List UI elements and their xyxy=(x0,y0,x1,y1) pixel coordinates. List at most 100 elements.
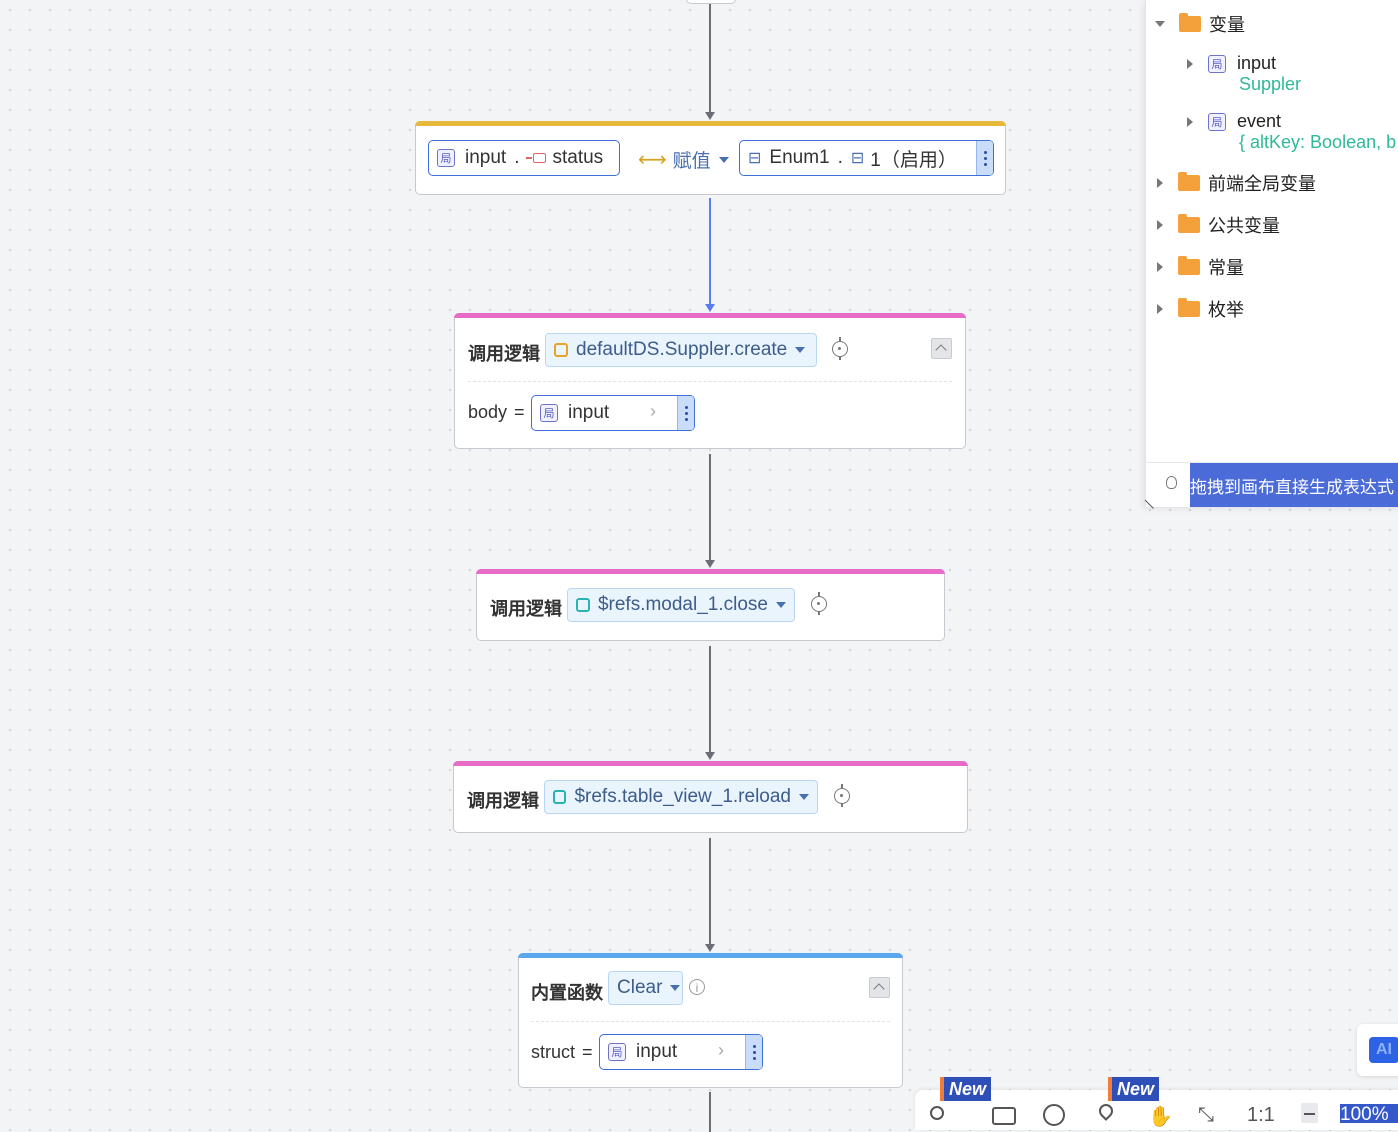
variable-type: Suppler xyxy=(1239,74,1302,94)
chevron-down-icon xyxy=(776,602,786,608)
param-value-field[interactable]: 局 input › xyxy=(531,395,695,431)
tree-item-enums[interactable]: 枚举 xyxy=(1157,296,1244,322)
logic-icon xyxy=(554,343,568,357)
collapse-icon[interactable] xyxy=(931,338,952,359)
logic-select[interactable]: $refs.table_view_1.reload xyxy=(544,780,818,814)
node-type-label: 调用逻辑 xyxy=(490,599,562,619)
local-variable-icon: 局 xyxy=(1208,112,1226,131)
field-name: status xyxy=(552,147,604,168)
connector xyxy=(709,646,711,752)
caret-right-icon[interactable] xyxy=(1157,220,1163,230)
collapse-icon[interactable] xyxy=(869,977,890,998)
node-type-label: 调用逻辑 xyxy=(467,791,539,811)
variable-type: { altKey: Boolean, b xyxy=(1239,132,1397,152)
tree-item-label: event xyxy=(1237,111,1282,131)
ai-assistant-button[interactable]: AI xyxy=(1357,1024,1398,1076)
local-variable-icon: 局 xyxy=(540,404,558,422)
zoom-out-icon[interactable] xyxy=(1301,1103,1318,1123)
node-color-bar xyxy=(518,953,903,958)
lightbulb-icon xyxy=(1166,476,1177,489)
divider xyxy=(468,381,952,382)
tree-item-public[interactable]: 公共变量 xyxy=(1157,212,1280,238)
connector xyxy=(709,1092,711,1132)
connector xyxy=(709,4,711,112)
search-icon[interactable] xyxy=(930,1106,944,1120)
folder-icon xyxy=(1178,298,1200,317)
connector-arrow xyxy=(705,560,715,568)
fit-screen-icon[interactable]: ⤡ xyxy=(1198,1104,1214,1126)
node-type-label: 调用逻辑 xyxy=(468,344,540,364)
builtin-function-node[interactable]: 内置函数 Clear i struct = 局 input › xyxy=(518,953,903,1088)
locate-icon[interactable] xyxy=(834,784,850,807)
drag-tip-text: 拖拽到画布直接生成表达式 xyxy=(1190,477,1394,497)
param-value-field[interactable]: 局 input › xyxy=(599,1034,763,1070)
chevron-down-icon xyxy=(799,794,809,800)
assign-right-value[interactable]: ⊟ Enum1 . ⊟ 1（启用） xyxy=(739,140,994,176)
logic-icon xyxy=(576,598,590,612)
assign-left-field[interactable]: 局 input . status xyxy=(428,140,620,176)
tree-item-label: 变量 xyxy=(1209,15,1245,35)
chevron-down-icon xyxy=(718,156,729,163)
logic-select[interactable]: defaultDS.Suppler.create xyxy=(545,333,817,367)
function-select[interactable]: Clear xyxy=(608,971,683,1005)
more-options-icon[interactable] xyxy=(745,1035,762,1069)
tree-item-input[interactable]: 局 input xyxy=(1187,53,1276,74)
info-icon[interactable]: i xyxy=(689,979,705,995)
connector xyxy=(709,454,711,560)
logic-name: defaultDS.Suppler.create xyxy=(576,339,788,360)
enum-item-icon: ⊟ xyxy=(850,150,865,167)
new-badge: New xyxy=(940,1077,992,1101)
caret-right-icon[interactable] xyxy=(1157,178,1163,188)
caret-right-icon[interactable] xyxy=(1157,262,1163,272)
assign-arrow-icon: ⟷ xyxy=(638,149,667,171)
chevron-down-icon xyxy=(795,347,806,353)
connector-arrow xyxy=(705,944,715,952)
connector-arrow xyxy=(705,112,715,120)
tree-item-variables[interactable]: 变量 xyxy=(1155,11,1245,37)
connector-selected[interactable] xyxy=(709,198,711,304)
logic-name: $refs.modal_1.close xyxy=(597,594,768,615)
tree-item-event[interactable]: 局 event xyxy=(1187,111,1281,132)
caret-down-icon[interactable] xyxy=(1155,21,1165,27)
equals-sign: = xyxy=(582,1042,593,1062)
param-value: input xyxy=(568,402,610,423)
drag-tip: 拖拽到画布直接生成表达式 xyxy=(1190,463,1398,507)
function-name: Clear xyxy=(617,977,663,998)
node-color-bar xyxy=(415,121,1006,126)
assign-node[interactable]: 局 input . status ⟷ 赋值 ⊟ Enum1 . ⊟ 1（启用） xyxy=(415,121,1006,195)
zoom-level[interactable]: 100% xyxy=(1340,1104,1398,1123)
param-name: body xyxy=(468,402,508,422)
more-options-icon[interactable] xyxy=(976,141,993,175)
folder-icon xyxy=(1178,172,1200,191)
dot-separator: . xyxy=(837,147,843,168)
param-value: input xyxy=(636,1041,678,1062)
minimap-icon[interactable] xyxy=(992,1107,1016,1125)
tree-item-constants[interactable]: 常量 xyxy=(1157,254,1244,280)
locate-icon[interactable] xyxy=(811,592,827,615)
assign-operator[interactable]: ⟷ 赋值 xyxy=(638,146,729,173)
caret-right-icon[interactable] xyxy=(1157,304,1163,314)
actual-size-button[interactable]: 1:1 xyxy=(1247,1104,1275,1126)
node-color-bar xyxy=(453,761,968,766)
tree-item-frontend-global[interactable]: 前端全局变量 xyxy=(1157,170,1316,196)
previous-node-stub xyxy=(686,0,736,4)
chevron-right-icon: › xyxy=(718,1040,724,1060)
folder-icon xyxy=(1178,214,1200,233)
locate-icon[interactable] xyxy=(832,337,848,360)
assign-operator-label: 赋值 xyxy=(672,151,711,172)
hand-pan-icon[interactable]: ✋ xyxy=(1148,1106,1173,1128)
call-logic-node[interactable]: 调用逻辑 defaultDS.Suppler.create body = 局 i… xyxy=(454,313,966,449)
more-options-icon[interactable] xyxy=(677,396,694,430)
call-logic-node[interactable]: 调用逻辑 $refs.modal_1.close xyxy=(476,569,945,641)
folder-icon xyxy=(1179,13,1201,32)
call-logic-node[interactable]: 调用逻辑 $refs.table_view_1.reload xyxy=(453,761,968,833)
connector-arrow xyxy=(705,752,715,760)
caret-right-icon[interactable] xyxy=(1187,116,1193,127)
logic-select[interactable]: $refs.modal_1.close xyxy=(567,588,795,622)
chevron-right-icon: › xyxy=(650,401,656,421)
ai-icon: AI xyxy=(1369,1037,1398,1063)
panel-footer-divider xyxy=(1145,462,1398,463)
variable-name: input xyxy=(465,147,507,168)
caret-right-icon[interactable] xyxy=(1187,58,1193,69)
equals-sign: = xyxy=(514,402,525,422)
